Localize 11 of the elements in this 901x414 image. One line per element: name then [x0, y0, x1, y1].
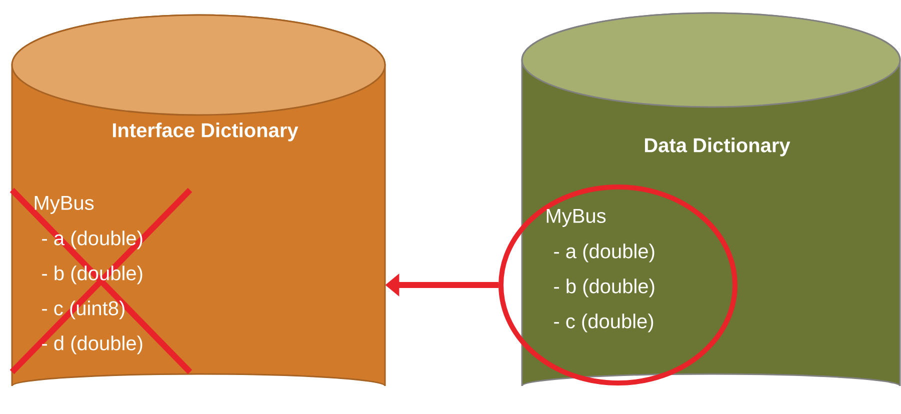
list-item: - c (double)	[554, 314, 654, 332]
cylinder-title: Data Dictionary	[644, 138, 790, 156]
list-item: MyBus	[546, 209, 606, 227]
cylinder-title: Interface Dictionary	[112, 122, 298, 142]
list-item: - c (uint8)	[42, 300, 124, 320]
list-item: - a (double)	[42, 230, 142, 250]
list-item: - a (double)	[554, 244, 654, 262]
list-item: - d (double)	[42, 336, 142, 354]
list-item: - b (double)	[42, 266, 142, 284]
list-item: MyBus	[34, 196, 94, 214]
list-item: - b (double)	[554, 278, 654, 298]
